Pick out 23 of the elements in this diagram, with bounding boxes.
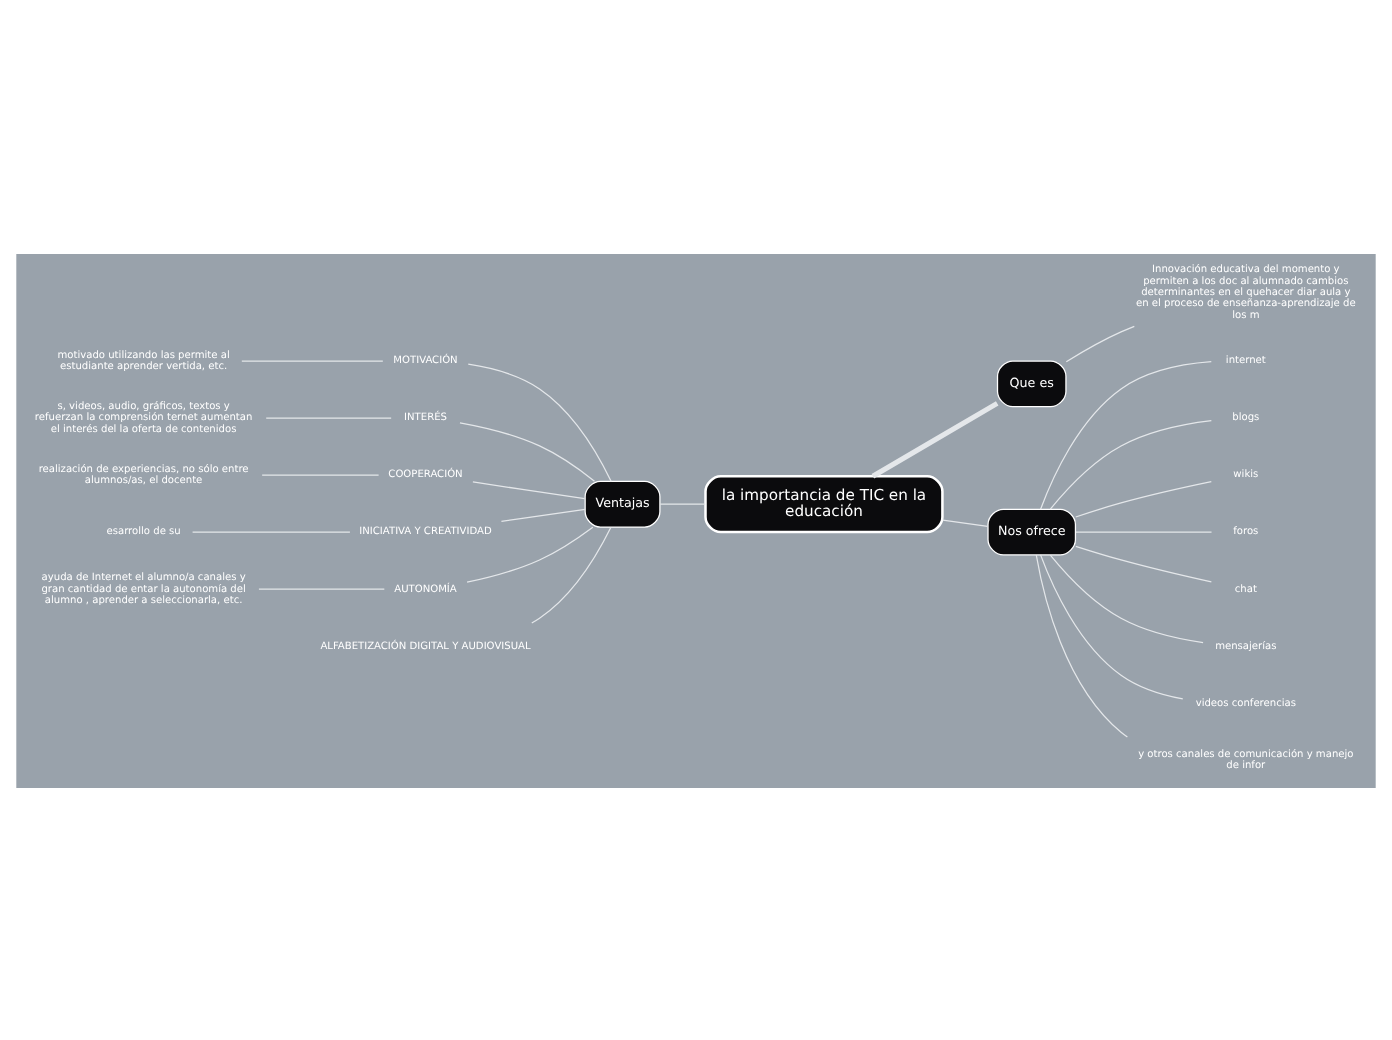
connector bbox=[472, 480, 586, 499]
connector bbox=[1049, 418, 1212, 509]
connector bbox=[467, 362, 612, 482]
connector bbox=[261, 473, 380, 475]
connector bbox=[191, 530, 351, 532]
connector bbox=[1075, 530, 1213, 532]
connector bbox=[1049, 553, 1204, 643]
connector bbox=[531, 525, 612, 623]
connector bbox=[1035, 553, 1128, 737]
connector bbox=[1075, 480, 1212, 517]
connector bbox=[1039, 360, 1212, 509]
connector bbox=[1065, 324, 1135, 362]
connector bbox=[659, 502, 706, 504]
connector bbox=[942, 518, 989, 526]
connector bbox=[459, 421, 596, 481]
connector bbox=[1039, 553, 1184, 699]
connector bbox=[1075, 544, 1212, 582]
connector bbox=[258, 587, 385, 589]
connector bbox=[241, 359, 384, 361]
connector bbox=[500, 507, 586, 522]
connector bbox=[871, 400, 999, 478]
connector bbox=[265, 416, 392, 418]
connector bbox=[466, 525, 594, 582]
